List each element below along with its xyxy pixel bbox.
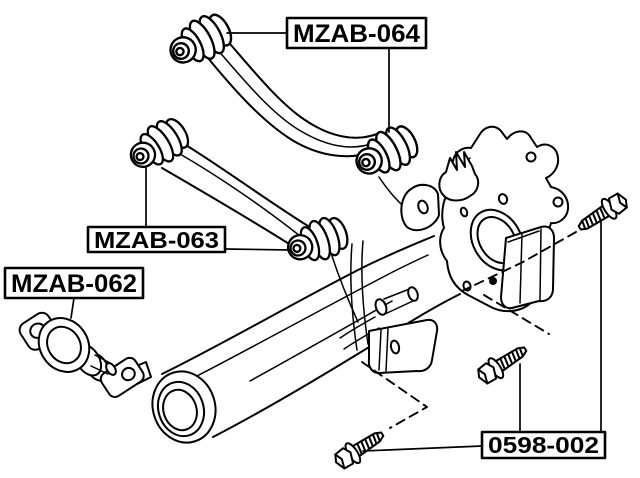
knuckle-hole xyxy=(525,151,537,163)
lateral-arm xyxy=(161,138,309,248)
label-text-lateral-arm-bushing: MZAB-063 xyxy=(94,227,219,253)
upper-bracket xyxy=(438,151,480,202)
label-mzab-062: MZAB-062 xyxy=(3,266,145,300)
leader-lines xyxy=(70,32,602,452)
label-0598-002: 0598-002 xyxy=(480,430,607,460)
upper-arm-front-bushing xyxy=(160,6,239,76)
arm-bracket xyxy=(400,183,440,232)
label-mzab-063: MZAB-063 xyxy=(86,225,227,254)
bolt-upper-right xyxy=(572,187,633,239)
label-text-trailing-arm-bushing: MZAB-062 xyxy=(11,270,137,298)
bolt-middle xyxy=(472,338,533,390)
label-mzab-064: MZAB-064 xyxy=(285,16,428,50)
lateral-arm-rear-bushing xyxy=(280,210,354,272)
upper-control-arm xyxy=(202,27,410,212)
bolt-lower xyxy=(329,423,390,475)
upper-arm-rear-bushing xyxy=(347,118,425,187)
knuckle-hole xyxy=(552,196,564,208)
bushing-housing-block xyxy=(500,225,555,310)
trailing-arm-bushing-assembly xyxy=(18,311,145,398)
trailing-arm xyxy=(131,235,461,444)
knuckle xyxy=(400,125,570,313)
lateral-arm-front-bushing xyxy=(120,110,196,180)
assembly-dashed-lines xyxy=(361,231,577,429)
label-text-upper-arm-bushing: MZAB-064 xyxy=(293,20,420,48)
label-text-mounting-bolt: 0598-002 xyxy=(488,432,599,458)
trailing-arm-bracket xyxy=(367,318,439,374)
